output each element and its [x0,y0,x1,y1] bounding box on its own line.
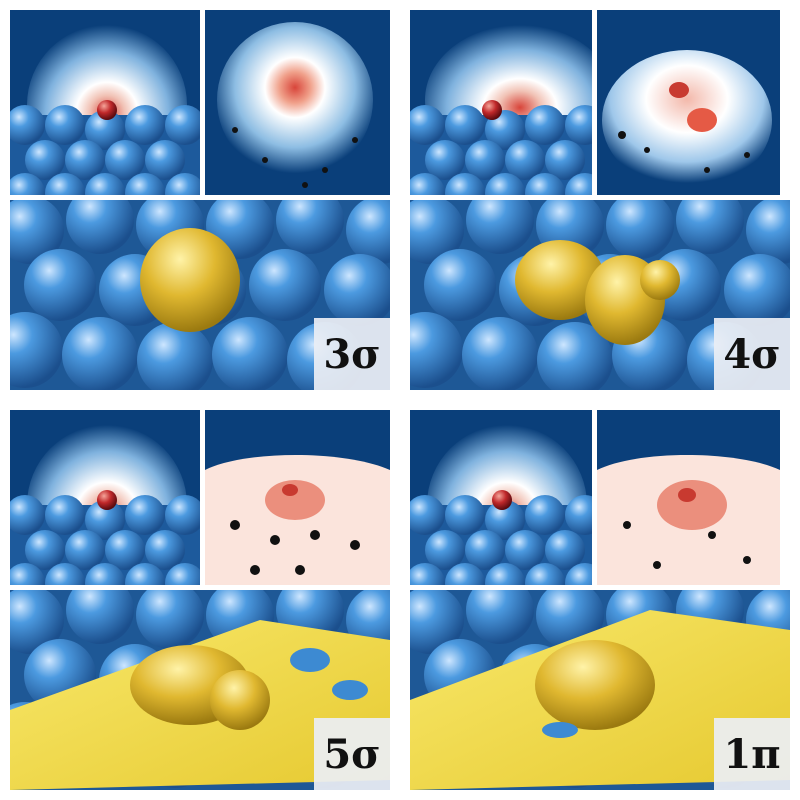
contour-map-side-view [10,10,200,195]
isosurface-render: 5σ [10,590,390,790]
contour-map-top-view [597,410,780,585]
contour-map-top-view [597,10,780,195]
orbital-label: 3σ [314,318,390,390]
orbital-label: 4σ [714,318,790,390]
orbital-label: 1π [714,718,790,790]
panel-4sigma: 4σ [410,10,790,390]
panel-5sigma: 5σ [10,410,390,790]
panel-1pi: 1π [410,410,790,790]
isosurface-render: 4σ [410,200,790,390]
contour-map-side-view [10,410,200,585]
contour-map-side-view [410,410,592,585]
contour-map-side-view [410,10,592,195]
orbital-label: 5σ [314,718,390,790]
contour-map-top-view [205,10,390,195]
isosurface-render: 1π [410,590,790,790]
isosurface-render: 3σ [10,200,390,390]
contour-map-top-view [205,410,390,585]
panel-3sigma: 3σ [10,10,390,390]
